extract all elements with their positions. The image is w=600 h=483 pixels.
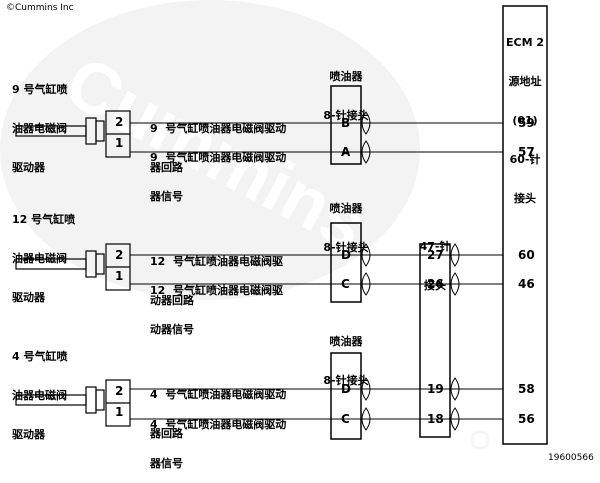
injector-connector-3-box: [330, 352, 362, 440]
injector-pin-d: D: [341, 248, 351, 262]
ecm-label: ECM 2 源地址 (01) 60-针 接头: [503, 10, 547, 218]
actuator-pin-1: 1: [115, 269, 124, 283]
wire-label-line: 12 号气缸喷油器电磁阀驱: [150, 284, 283, 297]
injector-pin-a: A: [341, 145, 351, 159]
injector-connector-3-label: 喷油器 8-针接头: [312, 309, 380, 400]
ecm-label-line: ECM 2: [505, 36, 545, 49]
connector-47-box: [419, 243, 451, 438]
connector-47-pin-19: 19: [427, 382, 444, 396]
actuator-pin-1: 1: [115, 405, 124, 419]
wire-label-1-return: 9 号气缸喷油器电磁阀驱动 器回路: [150, 96, 286, 187]
connector-label-line: 喷油器: [329, 202, 363, 215]
actuator-label-line: 12 号气缸喷: [12, 213, 76, 226]
actuator-pin-2: 2: [115, 115, 124, 129]
connector-label-line: 8-针接头: [323, 374, 369, 387]
actuator-label-line: 驱动器: [12, 428, 45, 441]
actuator-label-line: 油器电磁阀: [12, 252, 67, 265]
ecm-pin-46: 46: [518, 277, 535, 291]
injector-connector-1-box: [330, 85, 362, 165]
connector-label-line: 喷油器: [329, 70, 363, 83]
wires-group-2: [130, 254, 503, 285]
connector-label-line: 8-针接头: [323, 241, 369, 254]
wire-label-line: 9 号气缸喷油器电磁阀驱动: [150, 151, 287, 164]
actuator-connector-3: [15, 379, 131, 427]
connector-47-pin-27: 27: [427, 248, 444, 262]
ecm-pin-59: 59: [518, 116, 535, 130]
ecm-label-line: 接头: [514, 192, 536, 205]
injector-connector-1-label: 喷油器 8-针接头: [312, 44, 380, 135]
actuator-label-line: 驱动器: [12, 161, 45, 174]
wire-label-line: 9 号气缸喷油器电磁阀驱动: [150, 122, 287, 135]
injector-connector-2-box: [330, 222, 362, 303]
ecm-label-line: 源地址: [508, 75, 542, 88]
figure-id: 19600566: [548, 453, 594, 463]
connector-47-label: 47-针 接头: [414, 214, 456, 305]
injector-pin-d: D: [341, 382, 351, 396]
actuator-label-line: 油器电磁阀: [12, 389, 67, 402]
ecm-pin-58: 58: [518, 382, 535, 396]
connector-47-pin-26: 26: [427, 277, 444, 291]
actuator-pin-1: 1: [115, 136, 124, 150]
ecm-label-line: (01): [512, 114, 538, 127]
actuator-label-line: 4 号气缸喷: [12, 350, 68, 363]
injector-connector-2-label: 喷油器 8-针接头: [312, 176, 380, 267]
wiring-diagram: Cummins: [0, 0, 548, 449]
ecm-pin-56: 56: [518, 412, 535, 426]
actuator-pin-2: 2: [115, 248, 124, 262]
ecm-label-line: 60-针: [509, 153, 541, 166]
wire-label-line: 器回路: [150, 161, 183, 174]
ecm-pin-60: 60: [518, 248, 535, 262]
connector-lens-symbols: [361, 111, 460, 431]
connector-47-label-line: 接头: [424, 279, 446, 292]
injector-pin-c: C: [341, 277, 350, 291]
actuator-label-3: 4 号气缸喷 油器电磁阀 驱动器: [12, 324, 67, 454]
ecm-pin-57: 57: [518, 145, 535, 159]
watermark-logo: Cummins: [0, 0, 489, 449]
wire-label-3-signal: 4 号气缸喷油器电磁阀驱动 器信号: [150, 392, 286, 483]
connector-47-pin-18: 18: [427, 412, 444, 426]
wire-label-3-return: 4 号气缸喷油器电磁阀驱动 器回路: [150, 362, 286, 453]
wire-label-2-signal: 12 号气缸喷油器电磁阀驱 动器信号: [150, 258, 283, 349]
wire-label-line: 器回路: [150, 427, 183, 440]
actuator-label-line: 9 号气缸喷: [12, 83, 68, 96]
connector-47-label-line: 47-针: [419, 240, 451, 253]
actuator-label-line: 驱动器: [12, 291, 45, 304]
wire-label-line: 器信号: [150, 190, 183, 203]
wire-label-line: 12 号气缸喷油器电磁阀驱: [150, 255, 283, 268]
wire-label-line: 4 号气缸喷油器电磁阀驱动: [150, 388, 287, 401]
wires-group-3: [130, 388, 503, 420]
copyright-text: ©Cummins Inc: [6, 3, 74, 13]
wire-label-line: 4 号气缸喷油器电磁阀驱动: [150, 418, 287, 431]
actuator-label-line: 油器电磁阀: [12, 122, 67, 135]
connector-label-line: 喷油器: [329, 335, 363, 348]
injector-pin-c: C: [341, 412, 350, 426]
actuator-connector-2: [15, 243, 131, 291]
actuator-label-1: 9 号气缸喷 油器电磁阀 驱动器: [12, 57, 67, 187]
wire-label-line: 动器回路: [150, 294, 194, 307]
ecm-box: [502, 5, 548, 445]
actuator-pin-2: 2: [115, 384, 124, 398]
actuator-connector-1: [15, 110, 131, 158]
connector-label-line: 8-针接头: [323, 109, 369, 122]
wire-label-line: 器信号: [150, 457, 183, 470]
wire-label-1-signal: 9 号气缸喷油器电磁阀驱动 器信号: [150, 125, 286, 216]
injector-pin-b: B: [341, 116, 351, 130]
wire-label-2-return: 12 号气缸喷油器电磁阀驱 动器回路: [150, 229, 283, 320]
actuator-label-2: 12 号气缸喷 油器电磁阀 驱动器: [12, 187, 75, 317]
wire-label-line: 动器信号: [150, 323, 194, 336]
